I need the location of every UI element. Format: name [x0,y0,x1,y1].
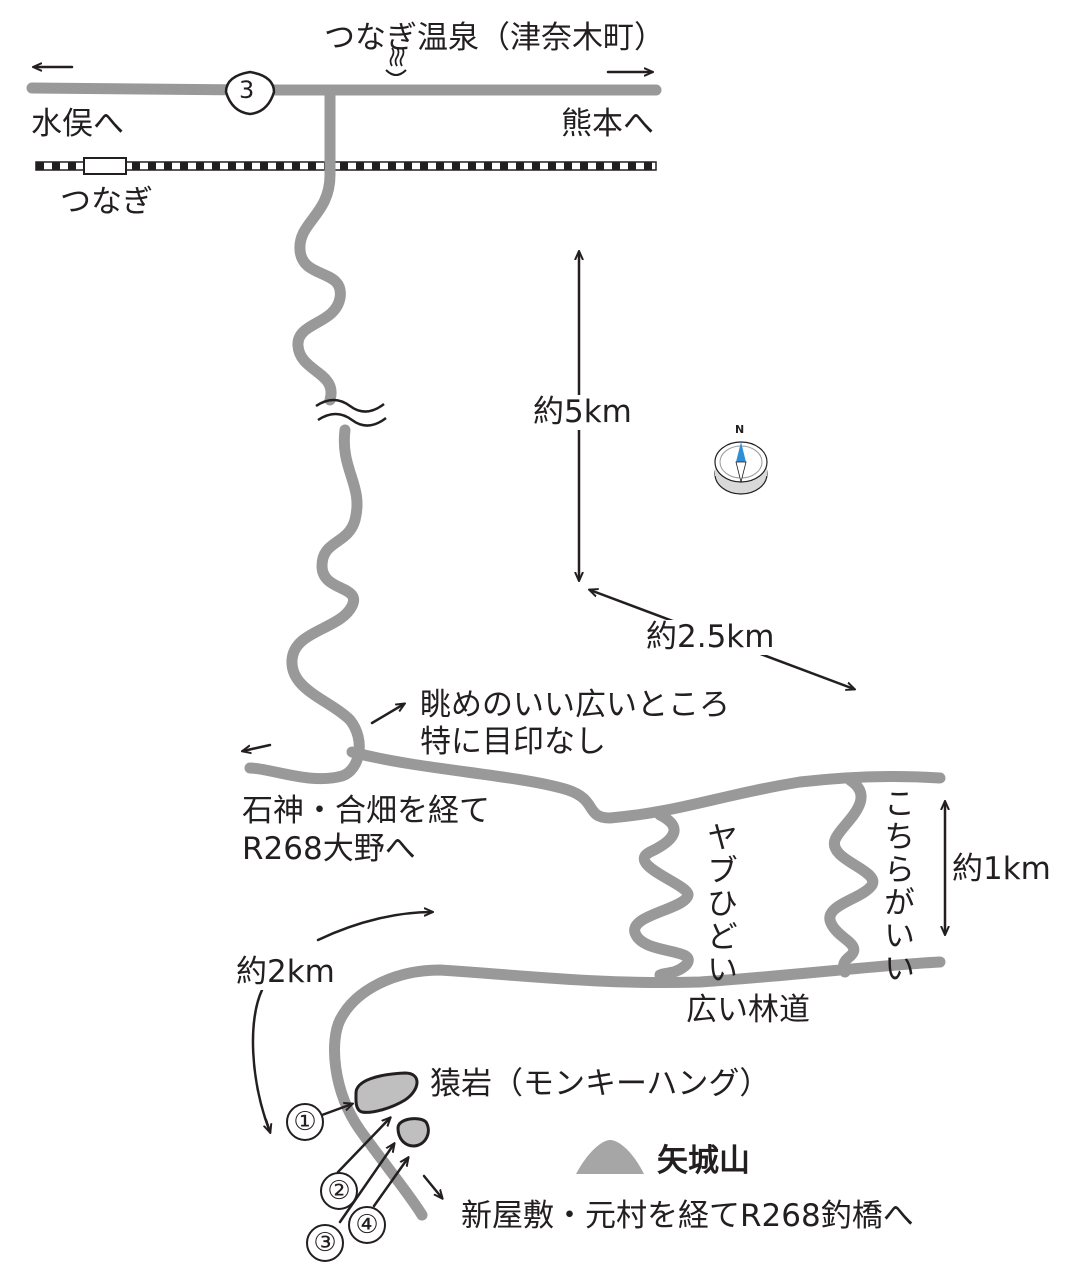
yabu-road [629,809,694,981]
main-road-north [292,86,346,406]
route-1-marker: ① [286,1103,324,1141]
route-3-number: 3 [239,76,255,104]
small-rock [396,1117,430,1148]
route-1-arrow [320,1104,352,1117]
distance-1km-label: 約1km [952,851,1051,887]
mountain-icon [576,1140,644,1174]
route-3-shield [224,70,276,116]
distance-5km-label: 約5km [533,394,632,430]
wide-forest-road-label: 広い林道 [686,992,810,1028]
onsen-label: つなぎ温泉（津奈木町） [324,20,665,56]
station-label: つなぎ [60,184,153,220]
arrow-viewpoint [370,704,404,725]
hot-spring-icon [385,47,407,76]
to-kumamoto-label: 熊本へ [561,106,654,142]
arrow-ishigami [243,743,272,751]
kochira-label: こちらがいい [878,787,914,985]
yabu-label: ヤブひどい [701,821,737,986]
yashiro-label: 矢城山 [657,1143,750,1179]
tsunagi-station [83,157,127,175]
route-4-marker: ④ [348,1206,386,1244]
route-3-marker: ③ [306,1224,344,1262]
arrow-tsuribashi [422,1174,442,1198]
wide-forest-road [329,956,946,1221]
saruiwa-rock [354,1071,419,1114]
viewpoint-label-1: 眺めのいい広いところ [420,687,730,723]
kochira-road [824,774,879,978]
road-break-mark [315,398,387,427]
route-2-marker: ② [320,1172,358,1210]
to-ishigami-label-2: R268大野へ [242,831,416,867]
to-tsuribashi-label: 新屋敷・元村を経てR268釣橋へ [461,1198,914,1234]
to-ishigami-label-1: 石神・合畑を経て [242,793,490,829]
compass-icon [714,441,768,495]
route-4-arrow [372,1158,408,1208]
saruiwa-label: 猿岩（モンキーハング） [430,1066,771,1102]
compass-n-label: N [735,423,745,436]
to-minamata-label: 水俣へ [31,106,124,142]
distance-2-5km-label: 約2.5km [646,619,775,655]
route-2-arrow [336,1118,390,1174]
main-road-south [244,424,365,785]
route-3-road [26,82,662,96]
viewpoint-label-2: 特に目印なし [420,724,606,760]
distance-2km-arrow [251,988,272,1134]
distance-2km-label: 約2km [236,954,335,990]
railway-line [35,161,657,171]
route-3-arrow [338,1144,394,1224]
